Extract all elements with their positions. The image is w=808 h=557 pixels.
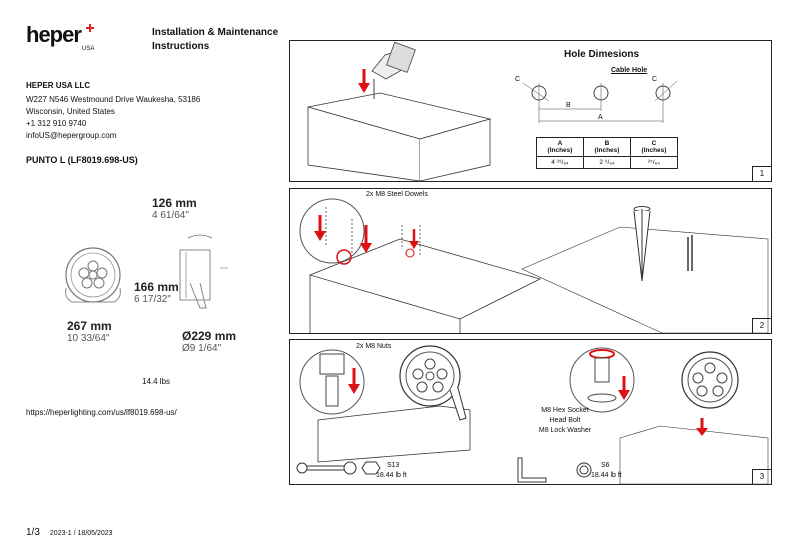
- dim-166-mm: 166 mm: [134, 280, 179, 294]
- luminaire-dimension-drawing: [65, 234, 228, 309]
- value-a: 4 ³⁹/₆₄: [536, 156, 584, 169]
- step-3-panel: 2x M8 Nuts: [289, 339, 772, 485]
- company-info: HEPER USA LLC W227 N546 Westmound Drive …: [26, 80, 200, 142]
- company-phone: +1 312 910 9740: [26, 119, 87, 128]
- nuts-caption: 2x M8 Nuts: [356, 343, 392, 350]
- page-footer: 1/3 2023-1 / 18/05/2023: [26, 527, 113, 538]
- step-number: 3: [752, 469, 771, 484]
- label-c-left: C: [515, 76, 521, 83]
- dimension-126: 126 mm 4 61/64": [152, 196, 197, 221]
- hardware-list: M8 Hex Socket Head Bolt M8 Lock Washer: [520, 406, 610, 436]
- tool-s6-torque: 18.44 lb ft: [591, 472, 622, 479]
- hole-dimensions-title: Hole Dimesions: [564, 49, 640, 60]
- svg-text:heper: heper: [26, 22, 82, 47]
- company-name: HEPER USA LLC: [26, 81, 91, 90]
- company-address-1: W227 N546 Westmound Drive Waukesha, 5318…: [26, 95, 201, 104]
- dim-126-mm: 126 mm: [152, 196, 197, 210]
- label-c-right: C: [652, 76, 658, 83]
- fixture-mounting-illustration: [296, 345, 769, 485]
- col-c-header: C(Inches): [630, 137, 678, 157]
- svg-text:USA: USA: [82, 46, 94, 52]
- dowel-installation-illustration: [299, 198, 769, 334]
- product-weight: 14.4 lbs: [142, 377, 171, 386]
- revision-date: 2023-1 / 18/05/2023: [49, 530, 113, 537]
- company-address-2: Wisconsin, United States: [26, 107, 115, 116]
- hardware-hex-socket: M8 Hex Socket: [541, 407, 589, 414]
- cable-hole-label: Cable Hole: [611, 67, 648, 74]
- dim-267-mm: 267 mm: [67, 319, 112, 333]
- dimension-229: Ø229 mm Ø9 1/64": [182, 329, 236, 354]
- dim-267-inch: 10 33/64": [67, 333, 110, 344]
- dim-229-mm: Ø229 mm: [182, 329, 237, 343]
- drilling-illustration: [307, 41, 492, 182]
- hardware-lock-washer: M8 Lock Washer: [538, 427, 592, 434]
- tool-s13-size: S13: [387, 462, 400, 469]
- dim-229-inch: Ø9 1/64": [182, 343, 222, 354]
- tool-s13-torque: 18.44 lb ft: [376, 472, 407, 479]
- dimension-166: 166 mm 6 17/32": [134, 280, 179, 305]
- dim-126-inch: 4 61/64": [152, 210, 189, 221]
- hardware-head-bolt: Head Bolt: [549, 417, 581, 424]
- tool-s6-size: S6: [601, 462, 610, 469]
- hole-dimension-table: A(Inches) B(Inches) C(Inches) 4 ³⁹/₆₄ 2 …: [536, 137, 678, 169]
- value-b: 2 ⁹/₆₄: [583, 156, 631, 169]
- product-url[interactable]: https://heperlighting.com/us/lf8019.698-…: [26, 408, 177, 417]
- step-1-panel: Hole Dimesions Cable Hole C C B A A(Inch…: [289, 40, 772, 182]
- dowels-caption: 2x M8 Steel Dowels: [366, 191, 428, 198]
- step-2-panel: 2x M8 Steel Dowels 2: [289, 188, 772, 334]
- step-number: 2: [752, 318, 771, 333]
- dimension-267: 267 mm 10 33/64": [67, 319, 112, 344]
- col-b-header: B(Inches): [583, 137, 631, 157]
- product-name: PUNTO L (LF8019.698-US): [26, 155, 138, 165]
- step-number: 1: [752, 166, 771, 181]
- document-title: Installation & Maintenance Instructions: [152, 27, 279, 52]
- dim-166-inch: 6 17/32": [134, 294, 171, 305]
- heper-logo: heper USA: [26, 22, 106, 54]
- value-c: ²⁵/₆₄: [630, 156, 678, 169]
- hole-layout-diagram: [522, 80, 678, 123]
- col-a-header: A(Inches): [536, 137, 584, 157]
- label-b: B: [566, 102, 571, 109]
- page-number: 1/3: [26, 527, 40, 538]
- company-email: infoUS@hepergroup.com: [26, 131, 117, 140]
- label-a: A: [598, 114, 603, 121]
